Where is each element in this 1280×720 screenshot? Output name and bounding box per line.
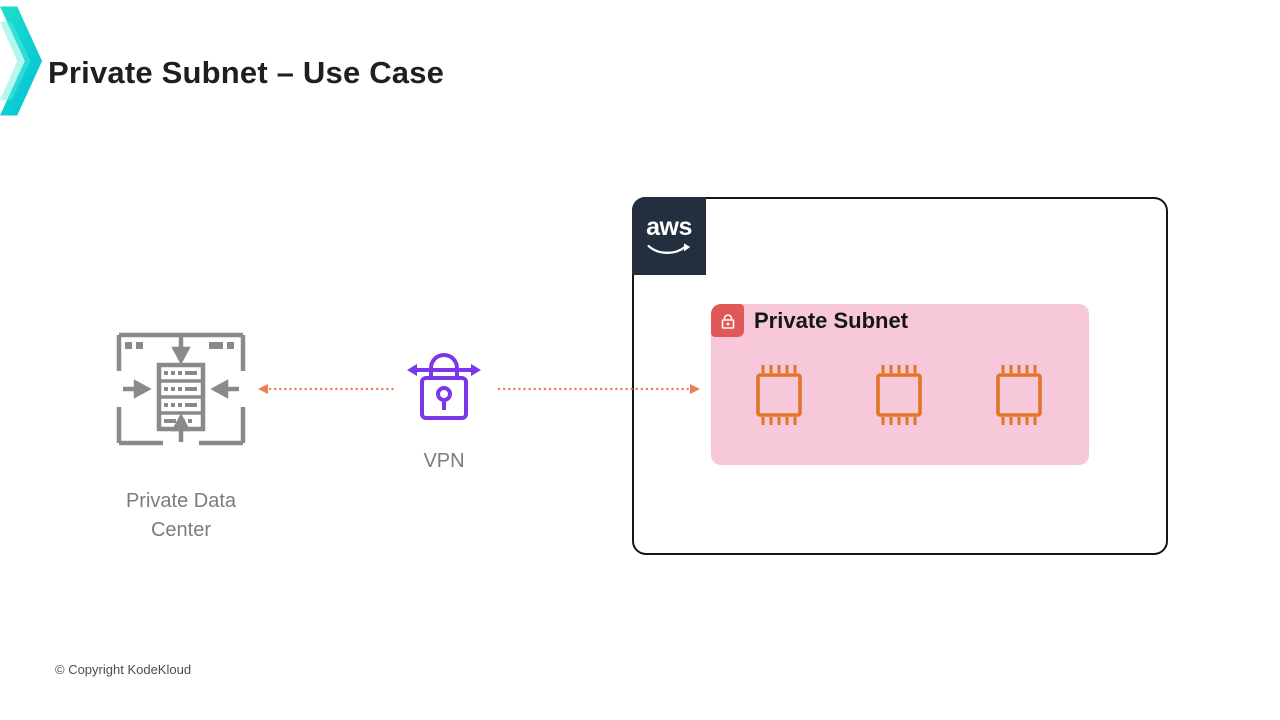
page-title: Private Subnet – Use Case (48, 55, 445, 90)
aws-smile-icon (647, 242, 691, 254)
brand-chevron-icon (0, 6, 43, 116)
data-center-label: Private Data Center (125, 490, 237, 541)
ec2-instance-icon (990, 363, 1048, 427)
copyright-text: © Copyright KodeKloud (55, 662, 192, 677)
dotted-arrow-left (258, 384, 394, 394)
subnet-lock-badge (711, 304, 744, 337)
vpn-label: VPN (423, 450, 465, 472)
lock-icon (721, 313, 734, 329)
ec2-instance-icon (870, 363, 928, 427)
data-center-icon (116, 332, 246, 446)
aws-logo: aws (646, 212, 692, 241)
private-subnet-label: Private Subnet (754, 308, 909, 333)
private-subnet-box (711, 304, 1089, 465)
vpn-lock-icon (407, 353, 481, 420)
dotted-arrow-right (498, 384, 700, 394)
ec2-instance-icon (750, 363, 808, 427)
aws-logo-tab: aws (632, 197, 706, 275)
